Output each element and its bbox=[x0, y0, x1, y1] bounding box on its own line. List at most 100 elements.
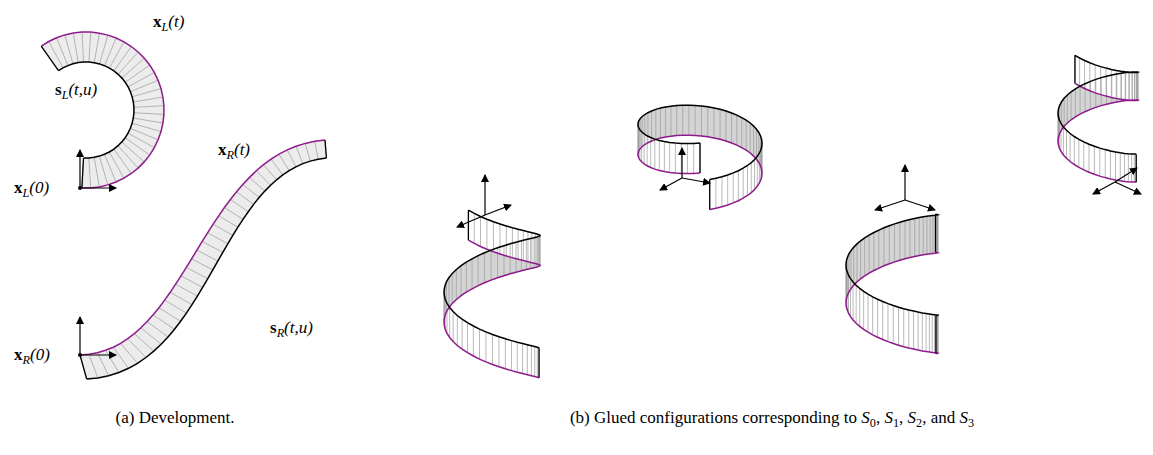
ribbon-edge bbox=[444, 240, 540, 378]
ribbon-face bbox=[748, 163, 752, 196]
ruling-line bbox=[467, 323, 468, 353]
ribbon-face bbox=[315, 140, 327, 159]
ribbon-face bbox=[1071, 89, 1075, 120]
subscript: L bbox=[62, 88, 69, 102]
ribbon-edge bbox=[444, 210, 540, 348]
ruling-line bbox=[186, 267, 207, 278]
ribbon-face bbox=[517, 342, 522, 373]
ruling-line bbox=[518, 229, 519, 259]
math-label: sR(t,u) bbox=[270, 318, 313, 338]
ruling-line bbox=[750, 123, 751, 153]
ribbon-face bbox=[466, 259, 472, 292]
ribbon-edge bbox=[638, 105, 762, 179]
ruling-line bbox=[937, 215, 938, 253]
ruling-line bbox=[478, 256, 479, 286]
math-symbol: S bbox=[861, 408, 870, 427]
ruling-line bbox=[132, 123, 161, 131]
ribbon-face bbox=[754, 126, 757, 159]
ruling-line bbox=[695, 105, 696, 135]
ribbon-face bbox=[1128, 154, 1131, 182]
ruling-line bbox=[159, 308, 181, 322]
ribbon-end bbox=[538, 348, 539, 378]
ribbon-face bbox=[683, 105, 689, 135]
ribbon-face bbox=[478, 253, 484, 286]
axis-arrow bbox=[80, 187, 116, 188]
ruling-line bbox=[527, 232, 528, 262]
ruling-line bbox=[1105, 150, 1106, 178]
ruling-line bbox=[746, 120, 747, 150]
ribbon-face bbox=[499, 337, 505, 369]
ribbon-face bbox=[1116, 152, 1121, 181]
ruling-line bbox=[106, 350, 119, 372]
ruling-line bbox=[720, 109, 721, 139]
ribbon-face bbox=[900, 221, 905, 260]
ruling-line bbox=[889, 226, 890, 264]
ribbon-face bbox=[1132, 72, 1135, 100]
ruling-line bbox=[640, 119, 641, 149]
ruling-line bbox=[918, 312, 919, 350]
ribbon-face bbox=[133, 97, 164, 107]
ruling-line bbox=[89, 32, 91, 62]
ribbon-face bbox=[695, 106, 701, 137]
ruling-line bbox=[731, 113, 732, 143]
ribbon-face bbox=[914, 311, 919, 350]
ruling-line bbox=[936, 215, 937, 253]
ruling-line bbox=[1134, 154, 1135, 182]
ruling-line bbox=[847, 257, 848, 295]
ribbon-face bbox=[926, 314, 929, 353]
ribbon-face bbox=[937, 214, 939, 252]
ruling-line bbox=[1064, 98, 1065, 126]
ruling-line bbox=[1100, 67, 1101, 95]
ribbon-face bbox=[737, 115, 742, 148]
ruling-line bbox=[903, 309, 904, 347]
ruling-line bbox=[1071, 92, 1072, 120]
ruling-line bbox=[751, 163, 752, 193]
axis-arrow bbox=[681, 148, 682, 178]
ribbon-face bbox=[449, 273, 452, 307]
ruling-line bbox=[659, 140, 660, 170]
origin-dot bbox=[78, 353, 82, 357]
ruling-line bbox=[1137, 72, 1138, 100]
axis-arrow bbox=[79, 150, 80, 188]
ruling-line bbox=[904, 221, 905, 259]
ruling-line bbox=[170, 292, 192, 304]
ruling-line bbox=[461, 266, 462, 296]
ruling-line bbox=[1083, 142, 1084, 170]
ruling-line bbox=[868, 294, 869, 332]
ruling-line bbox=[99, 156, 107, 185]
ribbon-face bbox=[746, 120, 750, 153]
ribbon-face bbox=[922, 313, 926, 352]
ruling-line bbox=[660, 108, 661, 138]
ruling-line bbox=[932, 314, 933, 352]
bold-vector: x bbox=[14, 345, 23, 364]
ribbon-face bbox=[937, 315, 939, 353]
ribbon-face bbox=[751, 160, 754, 193]
ruling-line bbox=[688, 105, 689, 135]
ribbon-face bbox=[1125, 72, 1129, 100]
ribbon-face bbox=[733, 171, 738, 203]
ribbon-face bbox=[487, 219, 494, 252]
ribbon-face bbox=[537, 347, 539, 378]
ribbon-end bbox=[325, 140, 326, 158]
ruling-line bbox=[756, 129, 757, 159]
axis-arrow bbox=[1115, 182, 1141, 194]
ruling-line bbox=[449, 307, 450, 337]
ruling-line bbox=[537, 347, 538, 377]
ribbon-face bbox=[493, 335, 500, 367]
ruling-line bbox=[122, 142, 144, 162]
ribbon-end bbox=[1074, 55, 1075, 83]
ruling-line bbox=[1074, 55, 1075, 83]
ruling-line bbox=[517, 342, 518, 372]
axis-arrow bbox=[875, 200, 905, 210]
ribbon-face bbox=[1070, 134, 1074, 165]
ribbon-face bbox=[869, 233, 874, 274]
ribbon-face bbox=[732, 113, 737, 145]
ribbon-end bbox=[935, 316, 936, 354]
ribbon-face bbox=[910, 219, 915, 258]
ruling-line bbox=[909, 220, 910, 258]
ruling-line bbox=[474, 213, 475, 243]
ribbon-face bbox=[936, 315, 937, 353]
ruling-line bbox=[141, 328, 161, 344]
ruling-line bbox=[486, 219, 487, 249]
ruling-line bbox=[721, 177, 722, 207]
